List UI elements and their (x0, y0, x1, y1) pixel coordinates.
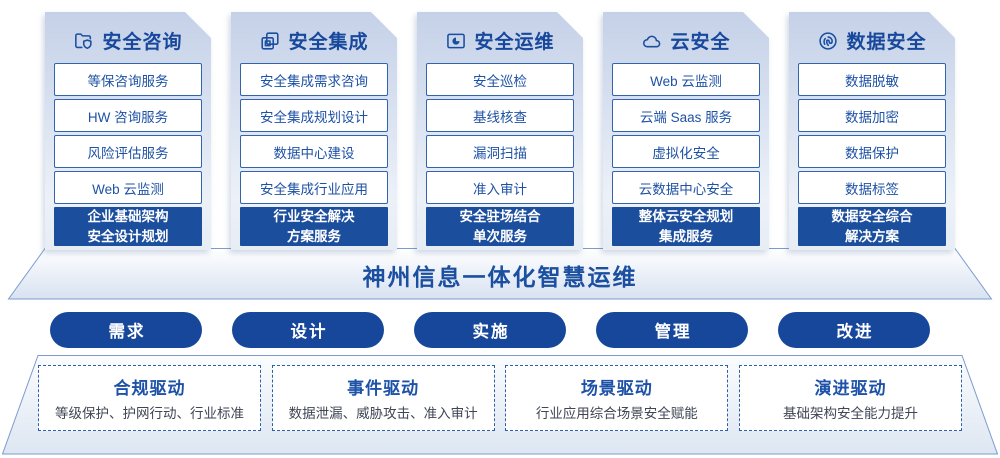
footer-line: 方案服务 (287, 228, 341, 244)
phase-pill-improvement: 改进 (778, 312, 930, 348)
footer-line: 行业安全解决 (273, 209, 355, 224)
pie-folder-icon (445, 30, 467, 52)
driver-scenario: 场景驱动 行业应用综合场景安全赋能 (505, 365, 729, 431)
driver-boxes: 合规驱动 等级保护、护网行动、行业标准 事件驱动 数据泄漏、威胁攻击、准入审计 … (38, 365, 962, 431)
service-item: HW 咨询服务 (54, 99, 202, 132)
card-footer: 企业基础架构 安全设计规划 (54, 207, 202, 246)
driver-title: 场景驱动 (580, 379, 653, 398)
fingerprint-icon (817, 30, 839, 52)
card-header: 安全运维 (417, 12, 583, 54)
card-footer: 行业安全解决 方案服务 (240, 207, 388, 246)
phase-pill-requirements: 需求 (50, 312, 202, 348)
card-header: 数据安全 (789, 12, 955, 54)
card-footer: 数据安全综合 解决方案 (798, 207, 946, 246)
footer-line: 解决方案 (845, 228, 899, 244)
card-title: 安全运维 (474, 32, 555, 53)
service-item: 云数据中心安全 (612, 171, 760, 204)
footer-line: 单次服务 (473, 228, 527, 244)
service-item: 数据中心建设 (240, 135, 388, 168)
phase-pills: 需求 设计 实施 管理 改进 (50, 312, 930, 348)
service-item: 等保咨询服务 (54, 63, 202, 96)
card-security-operations: 安全运维 安全巡检 基线核查 漏洞扫描 准入审计 安全驻场结合 单次服务 (417, 12, 583, 250)
card-title: 安全集成 (288, 32, 369, 53)
card-title: 数据安全 (846, 32, 927, 53)
driver-desc: 基础架构安全能力提升 (782, 406, 918, 421)
driver-title: 演进驱动 (814, 379, 887, 398)
card-header: 安全咨询 (45, 12, 211, 54)
card-body: 云安全 Web 云监测 云端 Saas 服务 虚拟化安全 云数据中心安全 整体云… (603, 12, 769, 250)
service-item: 漏洞扫描 (426, 135, 574, 168)
card-title: 安全咨询 (102, 32, 183, 53)
card-security-consulting: 安全咨询 等保咨询服务 HW 咨询服务 风险评估服务 Web 云监测 企业基础架… (45, 12, 211, 250)
service-item: Web 云监测 (54, 171, 202, 204)
cloud-icon (641, 30, 663, 52)
driver-title: 事件驱动 (347, 379, 420, 398)
driver-desc: 等级保护、护网行动、行业标准 (55, 406, 244, 421)
service-item: 安全集成需求咨询 (240, 63, 388, 96)
phase-pill-design: 设计 (232, 312, 384, 348)
card-body: 安全咨询 等保咨询服务 HW 咨询服务 风险评估服务 Web 云监测 企业基础架… (45, 12, 211, 250)
card-title: 云安全 (670, 32, 731, 53)
service-item: 虚拟化安全 (612, 135, 760, 168)
service-item: Web 云监测 (612, 63, 760, 96)
footer-line: 整体云安全规划 (638, 209, 734, 224)
footer-line: 安全设计规划 (87, 228, 169, 244)
service-item: 安全集成规划设计 (240, 99, 388, 132)
driver-compliance: 合规驱动 等级保护、护网行动、行业标准 (38, 365, 261, 431)
service-item: 数据加密 (798, 99, 946, 132)
card-items: 数据脱敏 数据加密 数据保护 数据标签 (789, 54, 955, 207)
phase-pill-implementation: 实施 (414, 312, 566, 348)
service-item: 安全集成行业应用 (240, 171, 388, 204)
driver-desc: 数据泄漏、威胁攻击、准入审计 (288, 406, 478, 421)
service-item: 数据脱敏 (798, 63, 946, 96)
footer-line: 数据安全综合 (831, 209, 913, 224)
card-body: 安全运维 安全巡检 基线核查 漏洞扫描 准入审计 安全驻场结合 单次服务 (417, 12, 583, 250)
card-footer: 整体云安全规划 集成服务 (612, 207, 760, 246)
driver-incident: 事件驱动 数据泄漏、威胁攻击、准入审计 (271, 365, 495, 431)
copy-docs-icon (259, 30, 281, 52)
card-items: 安全集成需求咨询 安全集成规划设计 数据中心建设 安全集成行业应用 (231, 54, 397, 207)
card-body: 安全集成 安全集成需求咨询 安全集成规划设计 数据中心建设 安全集成行业应用 行… (231, 12, 397, 250)
service-item: 准入审计 (426, 171, 574, 204)
card-body: 数据安全 数据脱敏 数据加密 数据保护 数据标签 数据安全综合 解决方案 (789, 12, 955, 250)
service-columns: 安全咨询 等保咨询服务 HW 咨询服务 风险评估服务 Web 云监测 企业基础架… (45, 12, 955, 250)
card-data-security: 数据安全 数据脱敏 数据加密 数据保护 数据标签 数据安全综合 解决方案 (789, 12, 955, 250)
card-items: 等保咨询服务 HW 咨询服务 风险评估服务 Web 云监测 (45, 54, 211, 207)
service-item: 基线核查 (426, 99, 574, 132)
driver-title: 合规驱动 (113, 379, 186, 398)
footer-line: 安全驻场结合 (459, 209, 541, 224)
banner-title: 神州信息一体化智慧运维 (362, 264, 638, 290)
card-items: Web 云监测 云端 Saas 服务 虚拟化安全 云数据中心安全 (603, 54, 769, 207)
card-footer: 安全驻场结合 单次服务 (426, 207, 574, 246)
phase-pill-management: 管理 (596, 312, 748, 348)
footer-line: 集成服务 (659, 228, 713, 244)
service-item: 数据保护 (798, 135, 946, 168)
folder-shield-icon (73, 30, 95, 52)
card-cloud-security: 云安全 Web 云监测 云端 Saas 服务 虚拟化安全 云数据中心安全 整体云… (603, 12, 769, 250)
card-security-integration: 安全集成 安全集成需求咨询 安全集成规划设计 数据中心建设 安全集成行业应用 行… (231, 12, 397, 250)
service-item: 云端 Saas 服务 (612, 99, 760, 132)
card-header: 安全集成 (231, 12, 397, 54)
service-item: 数据标签 (798, 171, 946, 204)
service-item: 安全巡检 (426, 63, 574, 96)
card-items: 安全巡检 基线核查 漏洞扫描 准入审计 (417, 54, 583, 207)
service-item: 风险评估服务 (54, 135, 202, 168)
driver-evolution: 演进驱动 基础架构安全能力提升 (738, 365, 962, 431)
card-header: 云安全 (603, 12, 769, 54)
footer-line: 企业基础架构 (87, 209, 169, 224)
driver-desc: 行业应用综合场景安全赋能 (535, 406, 698, 421)
